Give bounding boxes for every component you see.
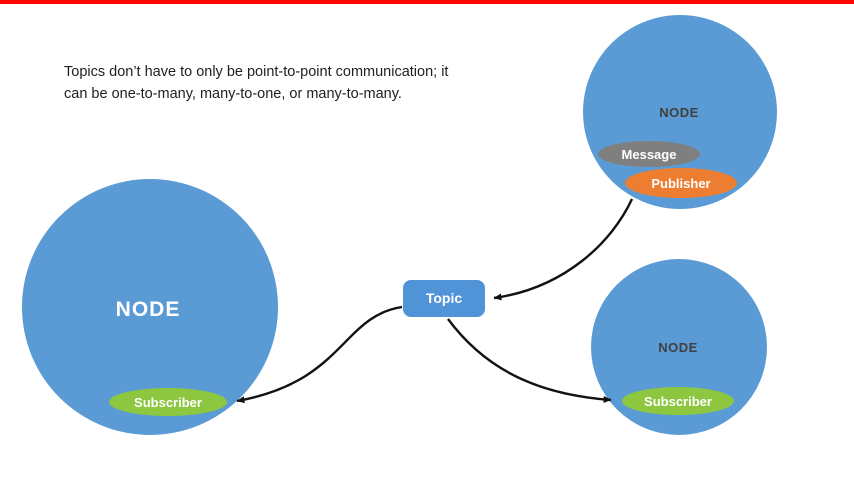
top-right-node-label: NODE: [659, 105, 699, 120]
left-node-circle: [22, 179, 278, 435]
bottom-right-node-label: NODE: [658, 340, 698, 355]
topic-label: Topic: [426, 290, 463, 306]
bottom-right-subscriber-label: Subscriber: [644, 394, 712, 409]
caption-line-2: can be one-to-many, many-to-one, or many…: [64, 86, 402, 103]
publisher-label: Publisher: [651, 176, 710, 191]
arrow-topic-to-left-subscriber: [236, 305, 403, 404]
message-label: Message: [622, 147, 677, 162]
left-node-label: NODE: [116, 298, 181, 321]
bottom-right-node-circle: [591, 259, 767, 435]
top-red-bar: [0, 0, 854, 4]
bottom-right-subscriber-pill: [622, 387, 734, 415]
publisher-pill: [625, 168, 737, 198]
left-subscriber-pill: [109, 388, 227, 416]
caption-text: Topics don’t have to only be point-to-po…: [64, 61, 494, 106]
arrow-topic-to-bottom-right-subscriber: [447, 318, 612, 403]
topic-box: [403, 280, 485, 317]
message-pill: [598, 141, 700, 167]
caption-line-1: Topics don’t have to only be point-to-po…: [64, 64, 449, 80]
arrow-publisher-to-topic: [493, 198, 634, 301]
left-subscriber-label: Subscriber: [134, 395, 202, 410]
